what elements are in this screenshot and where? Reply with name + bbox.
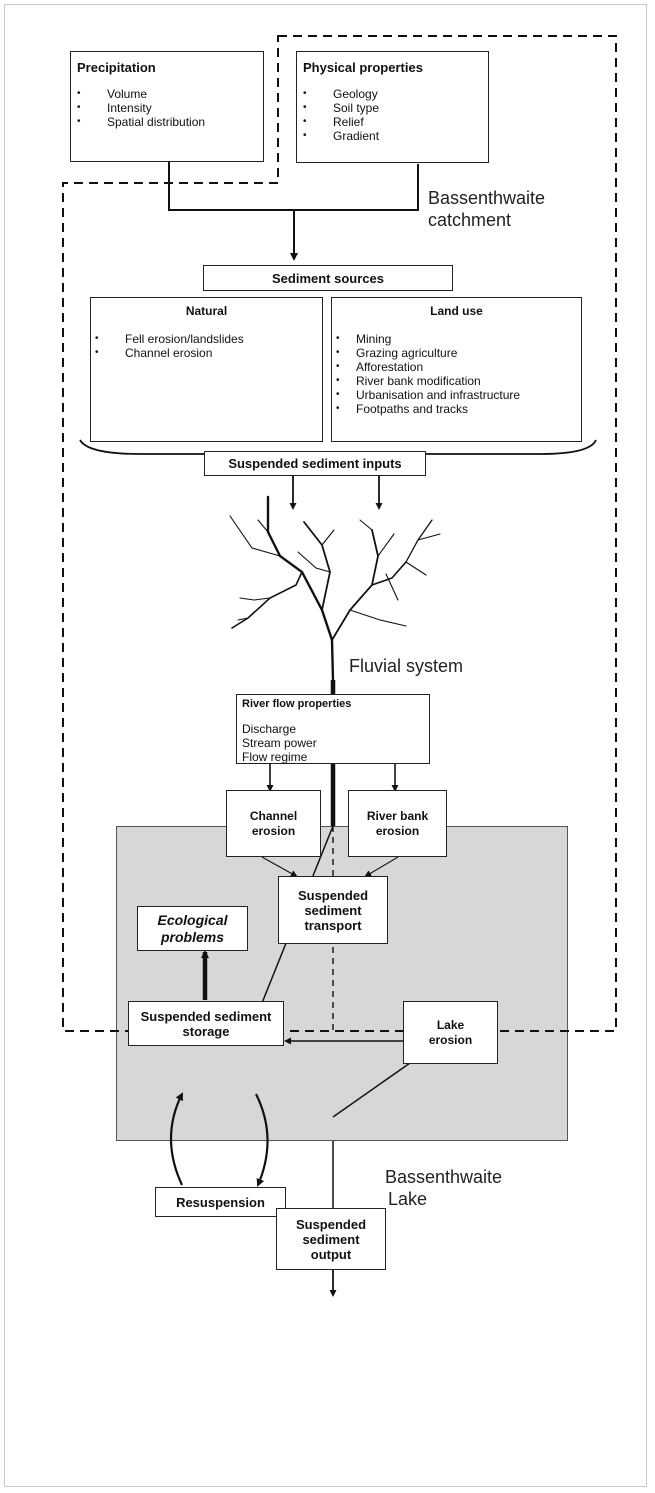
- lake-erosion-box: Lake erosion: [403, 1001, 498, 1064]
- natural-list: Fell erosion/landslides Channel erosion: [95, 332, 318, 360]
- list-item: Channel erosion: [95, 346, 318, 360]
- list-item: River bank modification: [336, 374, 577, 388]
- ecological-problems-box: Ecological problems: [137, 906, 248, 951]
- catchment-label-line2: catchment: [428, 210, 512, 230]
- transport-line1: Suspended: [297, 887, 369, 903]
- transport-line2: sediment: [304, 902, 362, 918]
- river-bank-erosion-line1: River bank: [366, 808, 429, 823]
- list-item: Fell erosion/landslides: [95, 332, 318, 346]
- channel-erosion-line2: erosion: [251, 823, 296, 838]
- precipitation-title: Precipitation: [77, 60, 156, 75]
- lake-label-line2: Lake: [388, 1189, 428, 1209]
- list-item: Spatial distribution: [77, 115, 257, 129]
- river-bank-erosion-box: River bank erosion: [348, 790, 447, 857]
- lake-erosion-line2: erosion: [428, 1032, 473, 1047]
- river-flow-title: River flow properties: [242, 698, 352, 710]
- sediment-sources-title: Sediment sources: [272, 270, 384, 286]
- precipitation-list: Volume Intensity Spatial distribution: [77, 87, 257, 129]
- channel-erosion-box: Channel erosion: [226, 790, 321, 857]
- list-item: Flow regime: [242, 750, 308, 764]
- lake-erosion-line1: Lake: [436, 1017, 465, 1032]
- output-line2: sediment: [302, 1231, 360, 1247]
- list-item: Gradient: [303, 129, 482, 143]
- list-item: Mining: [336, 332, 577, 346]
- physical-properties-list: Geology Soil type Relief Gradient: [303, 87, 482, 143]
- physical-properties-box: Physical properties Geology Soil type Re…: [296, 51, 489, 163]
- catchment-label-line1: Bassenthwaite: [428, 188, 546, 208]
- settling-down-arrow: [255, 1093, 269, 1187]
- resuspension-up-arrow: [169, 1092, 183, 1186]
- output-line3: output: [310, 1246, 352, 1262]
- list-item: Volume: [77, 87, 257, 101]
- bank-to-transport-arrow: [364, 856, 399, 878]
- list-item: Geology: [303, 87, 482, 101]
- list-item: Grazing agriculture: [336, 346, 577, 360]
- precip-connector: [168, 162, 419, 211]
- sediment-sources-box: Sediment sources: [203, 265, 453, 291]
- suspended-inputs-box: Suspended sediment inputs: [204, 451, 426, 476]
- lake-label: Bassenthwaite Lake: [385, 1166, 502, 1210]
- natural-title: Natural: [185, 304, 228, 318]
- list-item: Stream power: [242, 736, 317, 750]
- list-item: Intensity: [77, 101, 257, 115]
- river-network: [229, 495, 441, 682]
- storage-line2: storage: [182, 1023, 230, 1039]
- list-item: Discharge: [242, 722, 297, 736]
- lake-label-line1: Bassenthwaite: [385, 1167, 503, 1187]
- figure-frame: [4, 4, 647, 1487]
- river-flow-list: Discharge Stream power Flow regime: [242, 722, 424, 764]
- ecological-line2: problems: [160, 928, 224, 945]
- suspended-inputs-title: Suspended sediment inputs: [228, 456, 402, 471]
- sediment-transport-box: Suspended sediment transport: [278, 876, 388, 944]
- river-flow-box: River flow properties Discharge Stream p…: [236, 694, 430, 764]
- list-item: Relief: [303, 115, 482, 129]
- resuspension-box: Resuspension: [155, 1187, 286, 1217]
- catchment-boundary: [62, 35, 617, 1032]
- lake-erosion-line: [332, 1062, 411, 1118]
- precipitation-box: Precipitation Volume Intensity Spatial d…: [70, 51, 264, 162]
- channel-to-transport-arrow: [261, 856, 298, 877]
- transport-line3: transport: [304, 917, 362, 933]
- output-line1: Suspended: [295, 1216, 367, 1232]
- list-item: Soil type: [303, 101, 482, 115]
- list-item: Footpaths and tracks: [336, 402, 577, 416]
- river-bank-erosion-line2: erosion: [375, 823, 420, 838]
- land-use-list: Mining Grazing agriculture Afforestation…: [336, 332, 577, 416]
- resuspension-title: Resuspension: [176, 1194, 265, 1210]
- fluvial-system-label: Fluvial system: [349, 656, 464, 676]
- sediment-output-box: Suspended sediment output: [276, 1208, 386, 1270]
- sediment-storage-box: Suspended sediment storage: [128, 1001, 284, 1046]
- list-item: Urbanisation and infrastructure: [336, 388, 577, 402]
- list-item: Afforestation: [336, 360, 577, 374]
- ecological-line1: Ecological: [157, 911, 228, 928]
- channel-erosion-line1: Channel: [249, 808, 298, 823]
- natural-box: Natural Fell erosion/landslides Channel …: [90, 297, 323, 442]
- land-use-title: Land use: [430, 304, 483, 318]
- storage-line1: Suspended sediment: [140, 1008, 272, 1024]
- land-use-box: Land use Mining Grazing agriculture Affo…: [331, 297, 582, 442]
- physical-properties-title: Physical properties: [303, 60, 423, 75]
- catchment-label: Bassenthwaite catchment: [428, 187, 545, 231]
